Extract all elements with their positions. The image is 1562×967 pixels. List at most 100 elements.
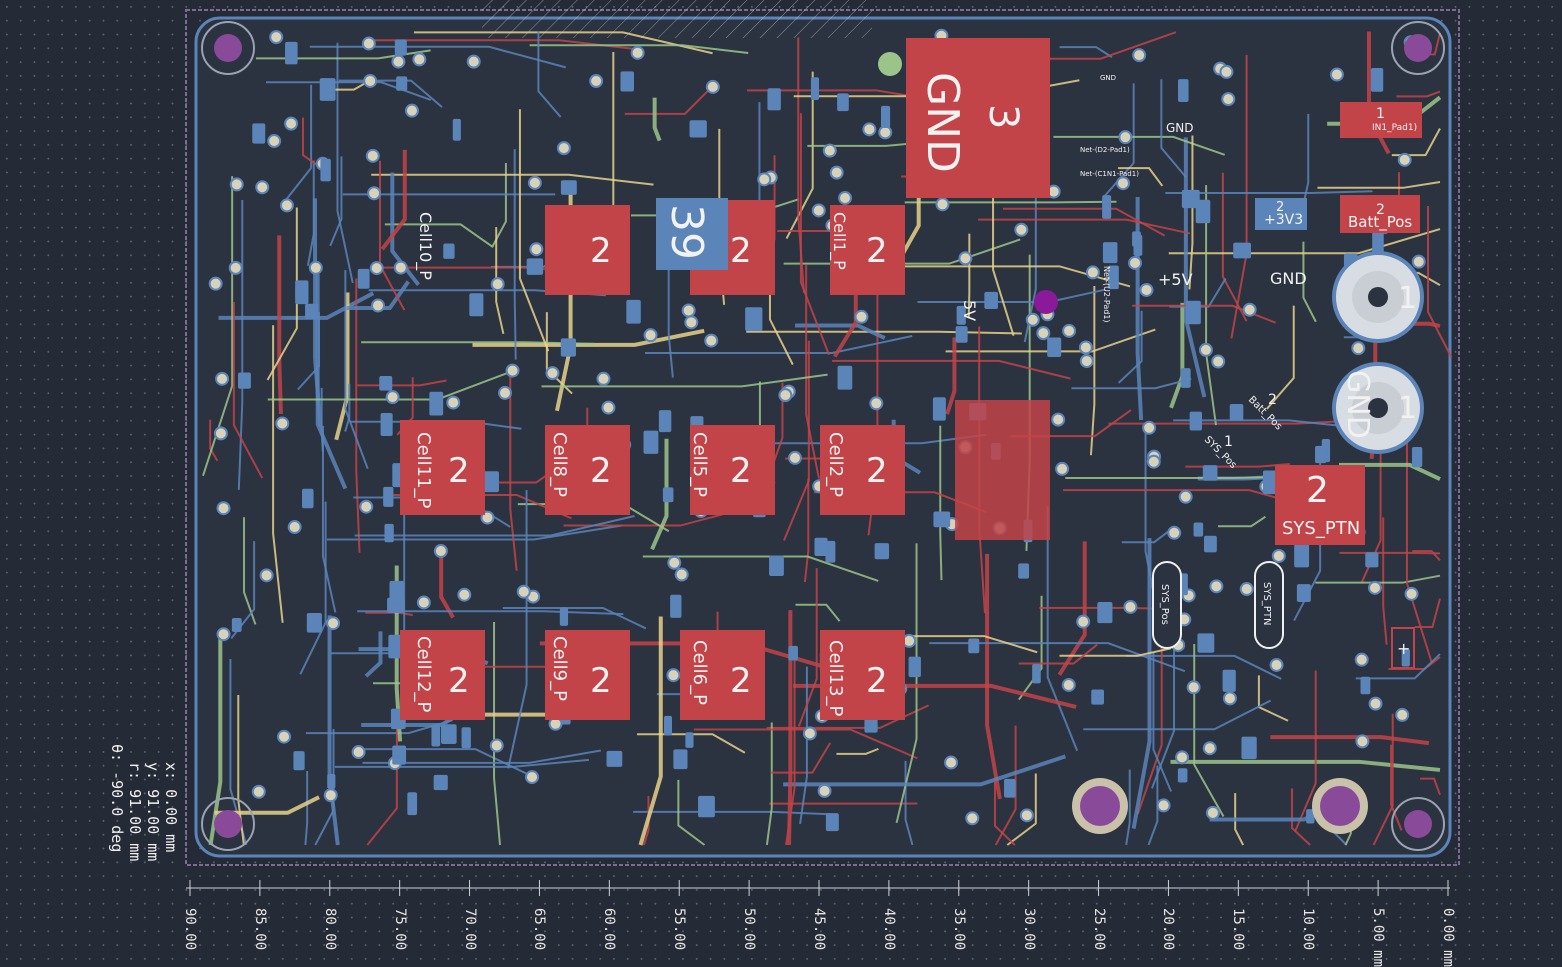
via[interactable] [590,75,602,87]
via[interactable] [530,243,542,255]
via[interactable] [1399,154,1411,166]
smd-pad[interactable] [1241,737,1256,760]
smd-pad[interactable] [1223,670,1236,692]
via[interactable] [959,252,971,264]
smd-pad[interactable] [984,292,998,309]
via[interactable] [353,746,365,758]
copper-trace[interactable] [789,610,790,845]
smd-pad[interactable] [698,796,715,817]
via[interactable] [1222,93,1234,105]
via[interactable] [364,75,376,87]
smd-pad[interactable] [673,749,687,769]
via[interactable] [387,391,399,403]
via[interactable] [518,586,530,598]
smd-pad[interactable] [690,120,707,137]
via[interactable] [1140,284,1152,296]
via[interactable] [1080,341,1092,353]
smd-pad[interactable] [293,751,304,770]
smd-pad[interactable] [1102,195,1111,219]
via[interactable] [1148,456,1160,468]
via[interactable] [945,757,957,769]
via[interactable] [468,56,480,68]
via[interactable] [1180,491,1192,503]
via[interactable] [1413,256,1425,268]
via[interactable] [804,727,816,739]
smd-pad[interactable] [434,775,448,790]
via[interactable] [507,365,519,377]
via[interactable] [285,118,297,130]
smd-pad[interactable] [252,123,265,143]
via[interactable] [526,771,538,783]
via[interactable] [936,198,948,210]
via[interactable] [1081,355,1093,367]
smd-pad[interactable] [1018,563,1029,578]
via[interactable] [667,669,679,681]
via[interactable] [707,81,719,93]
smd-pad[interactable] [745,307,762,331]
smd-pad[interactable] [956,326,968,343]
smd-pad[interactable] [1103,242,1118,263]
smd-pad[interactable] [560,607,568,626]
smd-pad[interactable] [384,524,393,542]
smd-pad[interactable] [381,413,393,436]
smd-pad[interactable] [407,792,417,815]
smd-pad[interactable] [358,269,370,289]
via[interactable] [789,452,801,464]
via[interactable] [418,596,430,608]
smd-pad[interactable] [933,397,946,420]
smd-pad[interactable] [1032,664,1041,683]
smd-pad[interactable] [838,366,853,390]
smd-pad[interactable] [644,431,659,454]
via[interactable] [253,786,265,798]
via[interactable] [1176,751,1188,763]
smd-pad[interactable] [1186,301,1201,324]
smd-pad[interactable] [379,376,392,391]
via[interactable] [645,329,657,341]
smd-pad[interactable] [826,813,839,831]
via[interactable] [218,502,230,514]
via[interactable] [1188,681,1200,693]
via[interactable] [447,397,459,409]
via[interactable] [1204,742,1216,754]
via[interactable] [1244,304,1256,316]
smd-pad[interactable] [320,78,336,101]
smd-pad[interactable] [389,581,404,604]
smd-pad[interactable] [875,543,889,559]
via[interactable] [371,262,383,274]
smd-pad[interactable] [462,727,471,748]
smd-pad[interactable] [1297,584,1311,602]
smd-pad[interactable] [1197,633,1214,652]
via[interactable] [395,262,407,274]
via[interactable] [683,304,695,316]
via[interactable] [1119,131,1131,143]
smd-pad[interactable] [1194,523,1204,537]
smd-pad[interactable] [1004,779,1016,798]
via[interactable] [1063,679,1075,691]
via[interactable] [819,785,831,797]
via[interactable] [1212,356,1224,368]
via[interactable] [758,173,770,185]
via[interactable] [1143,422,1155,434]
via[interactable] [499,387,511,399]
via[interactable] [1077,616,1089,628]
via[interactable] [1129,257,1141,269]
via[interactable] [1224,692,1236,704]
via[interactable] [372,300,384,312]
smd-pad[interactable] [1182,190,1200,208]
smd-pad[interactable] [469,293,483,316]
via[interactable] [491,740,503,752]
via[interactable] [1356,735,1368,747]
via[interactable] [546,367,558,379]
via[interactable] [1200,344,1212,356]
smd-pad[interactable] [1361,677,1371,695]
via[interactable] [1052,414,1064,426]
via[interactable] [268,135,280,147]
smd-pad[interactable] [232,618,242,632]
smd-pad[interactable] [441,724,457,744]
smd-pad[interactable] [396,76,407,90]
via[interactable] [558,142,570,154]
smd-pad[interactable] [769,556,784,576]
via[interactable] [839,192,851,204]
via[interactable] [1037,327,1049,339]
